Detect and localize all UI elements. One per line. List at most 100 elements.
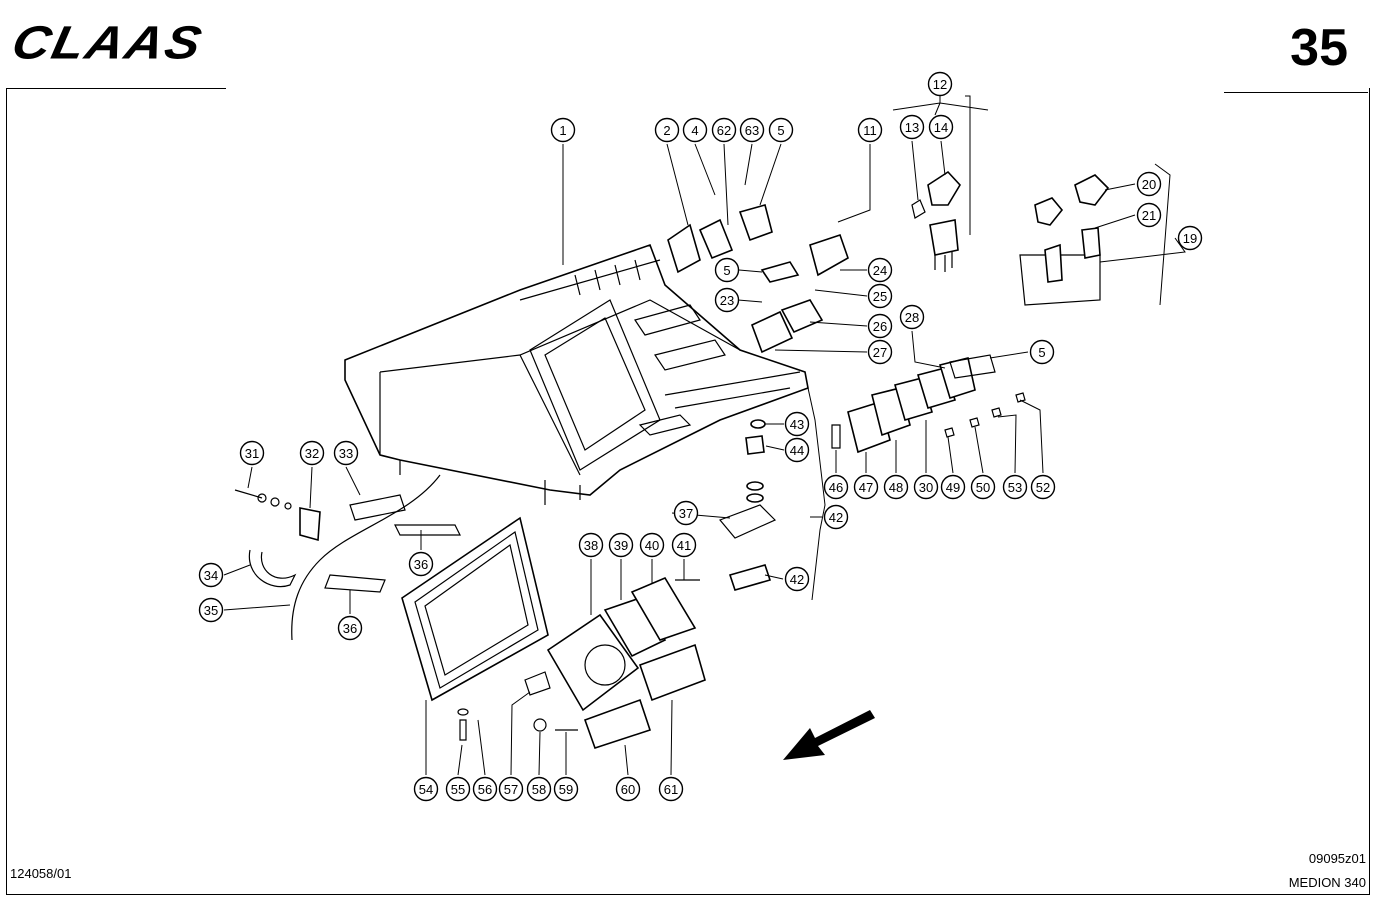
callout-35: 35 xyxy=(198,597,224,623)
callout-number: 40 xyxy=(645,538,659,553)
callout-circle xyxy=(445,776,471,802)
callout-43: 43 xyxy=(784,411,810,437)
callout-26: 26 xyxy=(867,313,893,339)
callout-number: 31 xyxy=(245,446,259,461)
callout-circle xyxy=(408,551,434,577)
callout-circle xyxy=(940,474,966,500)
callout-number: 43 xyxy=(790,417,804,432)
callout-62: 62 xyxy=(711,117,737,143)
callout-circle xyxy=(1177,225,1203,251)
callout-circle xyxy=(337,615,363,641)
rotary-switch-group xyxy=(1019,174,1110,306)
callout-number: 42 xyxy=(829,510,843,525)
callout-circle xyxy=(1030,474,1056,500)
callout-circle xyxy=(711,117,737,143)
callout-circle xyxy=(673,500,699,526)
callout-number: 4 xyxy=(691,123,698,138)
callout-circle xyxy=(823,504,849,530)
callout-41: 41 xyxy=(671,532,697,558)
callout-circle xyxy=(498,776,524,802)
callout-49: 49 xyxy=(940,474,966,500)
callout-number: 21 xyxy=(1142,208,1156,223)
callout-circle xyxy=(578,532,604,558)
callout-number: 30 xyxy=(919,480,933,495)
callout-36: 36 xyxy=(408,551,434,577)
direction-arrow xyxy=(783,710,875,760)
callout-23: 23 xyxy=(714,287,740,313)
bottom-hardware xyxy=(457,671,578,741)
callout-number: 38 xyxy=(584,538,598,553)
callout-circle xyxy=(867,283,893,309)
document-number: 124058/01 xyxy=(10,866,72,881)
callout-circle xyxy=(198,597,224,623)
callout-circle xyxy=(413,776,439,802)
callout-number: 50 xyxy=(976,480,990,495)
callout-number: 56 xyxy=(478,782,492,797)
callout-33: 33 xyxy=(333,440,359,466)
callout-46: 46 xyxy=(823,474,849,500)
fasteners-43-44 xyxy=(745,419,766,455)
callout-55: 55 xyxy=(445,776,471,802)
dashboard-housing xyxy=(344,243,809,505)
callout-circle xyxy=(739,117,765,143)
callout-circle xyxy=(1136,202,1162,228)
callout-31: 31 xyxy=(239,440,265,466)
callout-circle xyxy=(1136,171,1162,197)
page-frame xyxy=(6,88,1370,895)
callout-54: 54 xyxy=(413,776,439,802)
drawing-code: 09095z01 xyxy=(1308,851,1366,866)
callout-number: 13 xyxy=(905,120,919,135)
callout-number: 5 xyxy=(723,263,730,278)
callout-number: 12 xyxy=(933,77,947,92)
callout-52: 52 xyxy=(1030,474,1056,500)
callout-57: 57 xyxy=(498,776,524,802)
callout-circle xyxy=(867,339,893,365)
callout-circle xyxy=(553,776,579,802)
callout-5: 5 xyxy=(1029,339,1055,365)
callout-number: 39 xyxy=(614,538,628,553)
callout-number: 5 xyxy=(1038,345,1045,360)
callout-circle xyxy=(239,440,265,466)
callout-42: 42 xyxy=(784,566,810,592)
callout-50: 50 xyxy=(970,474,996,500)
header-rule-right xyxy=(1224,92,1368,93)
callout-circle xyxy=(714,287,740,313)
callout-28: 28 xyxy=(899,304,925,330)
callout-number: 34 xyxy=(204,568,218,583)
callout-11: 11 xyxy=(857,117,883,143)
callout-circle xyxy=(472,776,498,802)
callout-circle xyxy=(1002,474,1028,500)
callout-number: 42 xyxy=(790,572,804,587)
callout-number: 54 xyxy=(419,782,433,797)
callout-circle xyxy=(867,313,893,339)
callout-30: 30 xyxy=(913,474,939,500)
callout-number: 32 xyxy=(305,446,319,461)
callout-circle xyxy=(784,437,810,463)
callout-5: 5 xyxy=(714,257,740,283)
callout-5: 5 xyxy=(768,117,794,143)
callout-circle xyxy=(299,440,325,466)
callout-number: 46 xyxy=(829,480,843,495)
callout-circle xyxy=(913,474,939,500)
callout-27: 27 xyxy=(867,339,893,365)
callout-circle xyxy=(970,474,996,500)
callout-circle xyxy=(550,117,576,143)
callout-circle xyxy=(899,304,925,330)
callout-number: 59 xyxy=(559,782,573,797)
callout-number: 1 xyxy=(559,123,566,138)
callout-number: 11 xyxy=(863,123,877,138)
switch-row xyxy=(831,354,1026,454)
callout-number: 63 xyxy=(745,123,759,138)
callout-12: 12 xyxy=(927,71,953,97)
callout-40: 40 xyxy=(639,532,665,558)
callout-number: 26 xyxy=(873,319,887,334)
cable-harness xyxy=(291,474,441,641)
callout-number: 58 xyxy=(532,782,546,797)
callout-61: 61 xyxy=(658,776,684,802)
callout-circle xyxy=(928,114,954,140)
callout-47: 47 xyxy=(853,474,879,500)
callout-circle xyxy=(853,474,879,500)
callout-number: 41 xyxy=(677,538,691,553)
